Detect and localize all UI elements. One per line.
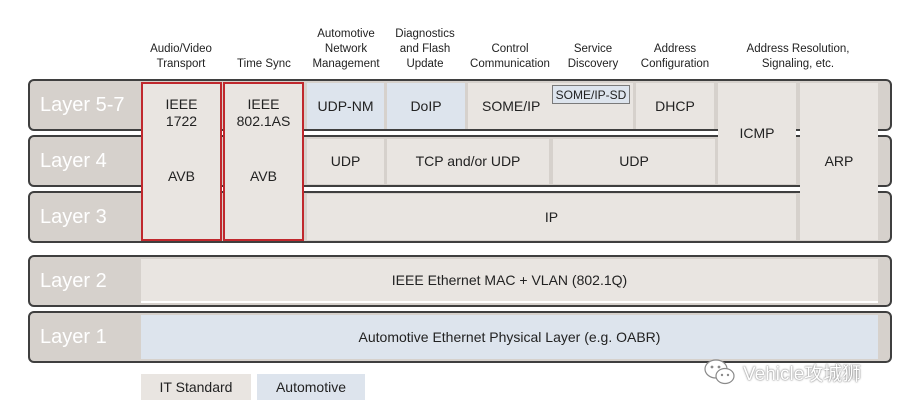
- ieee-1722-label: IEEE 1722: [165, 96, 198, 129]
- layer-label-2: Layer 2: [40, 269, 107, 292]
- ieee-8021as-avb-box: IEEE 802.1AS AVB: [223, 82, 304, 241]
- header-service-discovery: Service Discovery: [567, 43, 619, 70]
- avb-label-time-sync: AVB: [250, 168, 277, 184]
- header-address-configuration: Address Configuration: [640, 43, 710, 70]
- tcp-udp-box: TCP and/or UDP: [387, 139, 549, 184]
- watermark: Vehicle攻城狮: [703, 355, 861, 389]
- legend-it-standard: IT Standard: [141, 374, 251, 400]
- icmp-box: ICMP: [718, 83, 796, 184]
- layer-label-1: Layer 1: [40, 325, 107, 348]
- layer-label-3: Layer 3: [40, 205, 107, 228]
- header-time-sync: Time Sync: [237, 58, 291, 70]
- watermark-text: Vehicle攻城狮: [743, 363, 862, 385]
- layer-label-5-7: Layer 5-7: [40, 93, 125, 116]
- someip-sd-box: SOME/IP-SD: [552, 85, 630, 104]
- header-network-management: Automotive Network Management: [312, 28, 380, 70]
- avb-label-audio: AVB: [168, 168, 195, 184]
- udp-box-right: UDP: [553, 139, 715, 184]
- dhcp-box: DHCP: [636, 83, 714, 129]
- wechat-icon: [704, 359, 735, 385]
- arp-box: ARP: [800, 83, 878, 240]
- legend-automotive: Automotive: [257, 374, 365, 400]
- ieee-8021as-label: IEEE 802.1AS: [236, 96, 291, 129]
- physical-layer-box: Automotive Ethernet Physical Layer (e.g.…: [141, 315, 878, 359]
- header-audio-video-transport: Audio/Video Transport: [150, 43, 212, 70]
- ethernet-mac-box: IEEE Ethernet MAC + VLAN (802.1Q): [141, 259, 878, 303]
- layer-label-4: Layer 4: [40, 149, 107, 172]
- header-diagnostics-flash: Diagnostics and Flash Update: [395, 28, 455, 70]
- header-control-communication: Control Communication: [470, 43, 550, 70]
- header-address-resolution: Address Resolution, Signaling, etc.: [746, 43, 850, 70]
- ieee-1722-avb-box: IEEE 1722 AVB: [141, 82, 222, 241]
- udp-box-left: UDP: [307, 139, 384, 184]
- ip-box: IP: [307, 194, 796, 240]
- udp-nm-box: UDP-NM: [307, 83, 384, 129]
- doip-box: DoIP: [387, 83, 465, 129]
